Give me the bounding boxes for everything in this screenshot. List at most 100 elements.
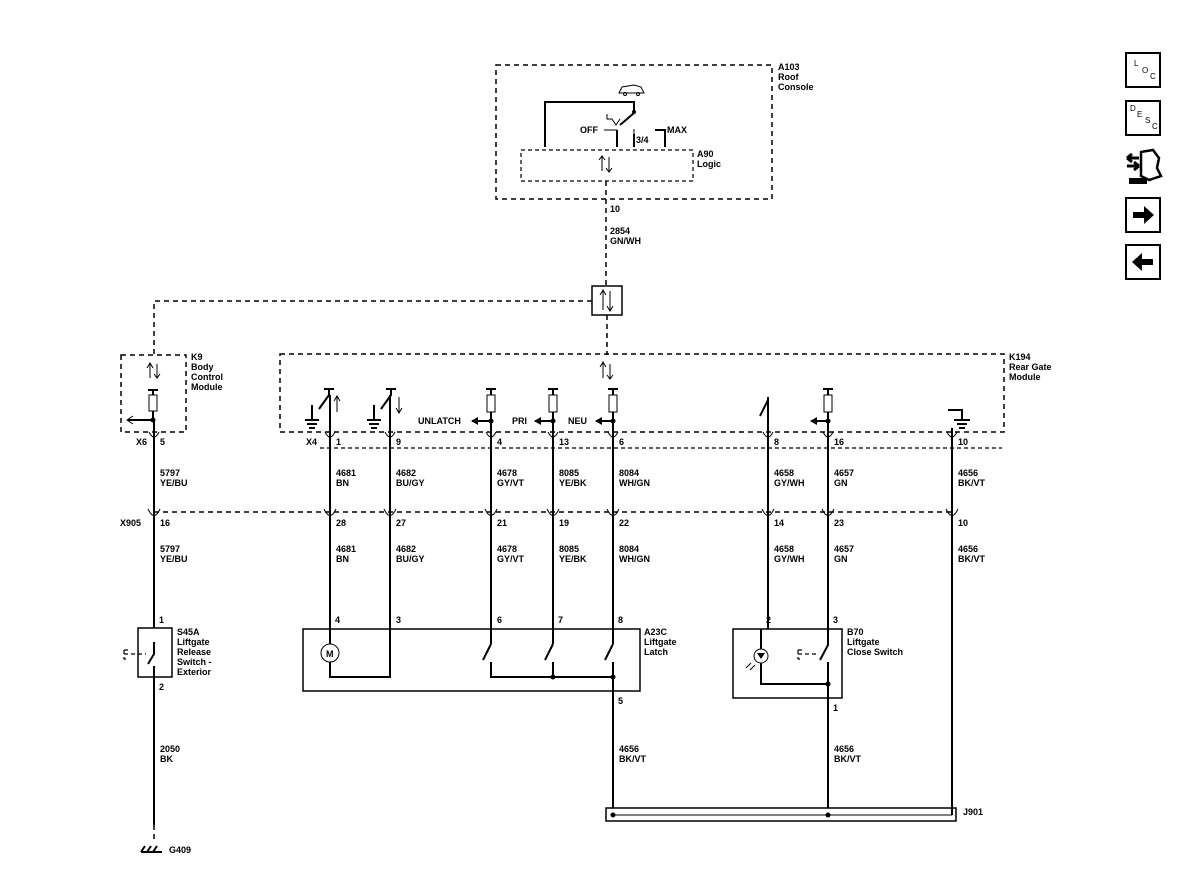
x905-cavity — [606, 508, 620, 516]
arrow-down-icon — [395, 397, 403, 414]
pri-label: PRI — [512, 416, 527, 426]
x905-pin-16: 16 — [160, 518, 170, 528]
k194-line1: Rear Gate — [1009, 362, 1052, 372]
close-switch-input — [810, 388, 833, 425]
vehicle-icon — [618, 84, 645, 94]
top-wire-color: GN/WH — [610, 236, 641, 246]
x4-pin-8: 8 — [774, 437, 779, 447]
b70-line2: Close Switch — [847, 647, 903, 657]
s45a-id: S45A — [177, 627, 200, 637]
data-arrow-icon — [599, 361, 614, 380]
x905-pin-27: 27 — [396, 518, 406, 528]
rear-gate-module-k194[interactable]: K194 Rear Gate Module UNLATCH PRI — [279, 352, 1052, 433]
s45a-line4: Exterior — [177, 667, 212, 677]
next-button[interactable] — [1125, 197, 1161, 233]
liftgate-latch-a23c[interactable]: A23C Liftgate Latch M — [302, 627, 677, 692]
x4-cavity — [485, 431, 497, 438]
a103-id: A103 — [778, 62, 800, 72]
ground-g409[interactable]: G409 — [140, 845, 191, 855]
roof-console-a103[interactable]: A103 Roof Console OFF 3/4 MAX A90 Logic — [495, 62, 814, 200]
b70-id: B70 — [847, 627, 864, 637]
ground-wire-circuit: 2050 — [160, 744, 180, 754]
description-button[interactable]: D E S C — [1125, 100, 1161, 136]
arrow-right-icon — [1133, 206, 1154, 224]
x4-pin-6: 6 — [619, 437, 624, 447]
circuit-color-upper: YE/BK — [559, 478, 587, 488]
s45a-line3: Switch - — [177, 657, 212, 667]
circuit-number-lower: 4678 — [497, 544, 517, 554]
liftgate-release-switch-s45a[interactable]: S45A Liftgate Release Switch - Exterior — [123, 627, 212, 678]
switch-off-label: OFF — [580, 125, 598, 135]
arrow-up-icon — [333, 395, 341, 412]
bottom-right-circuit: 4656 — [834, 744, 854, 754]
data-arrow-icon — [598, 155, 613, 173]
x4-pin-1: 1 — [336, 437, 341, 447]
loc-letter-c: C — [1150, 72, 1156, 81]
neu-input — [595, 388, 618, 425]
circuit-number-lower: 4657 — [834, 544, 854, 554]
connector-harness-icon[interactable] — [1123, 146, 1163, 188]
b70-pin-1: 1 — [833, 703, 838, 713]
body-control-module-k9[interactable]: K9 Body Control Module — [120, 352, 223, 433]
switch-max-label: MAX — [667, 125, 687, 135]
previous-button[interactable] — [1125, 244, 1161, 280]
loc-letter-l: L — [1134, 59, 1139, 68]
bottom-left-circuit: 4656 — [619, 744, 639, 754]
a90-id: A90 — [697, 149, 714, 159]
circuit-number-upper: 4678 — [497, 468, 517, 478]
s45a-line1: Liftgate — [177, 637, 210, 647]
x905-cavity — [821, 508, 835, 516]
x4-pin-9: 9 — [396, 437, 401, 447]
x905-pin-14: 14 — [774, 518, 784, 528]
x4-cavity — [384, 431, 396, 438]
b70-line1: Liftgate — [847, 637, 880, 647]
ground-wire-color: BK — [160, 754, 173, 764]
circuit-number-lower: 4681 — [336, 544, 356, 554]
k9-id: K9 — [191, 352, 203, 362]
x4-cavity — [547, 431, 559, 438]
splice-j901[interactable]: J901 — [605, 807, 983, 822]
x4-pin-10: 10 — [958, 437, 968, 447]
x4-pin-16: 16 — [834, 437, 844, 447]
circuit-color-lower: YE/BU — [160, 554, 188, 564]
circuit-color-lower: WH/GN — [619, 554, 650, 564]
circuit-color-upper: BN — [336, 478, 349, 488]
circuit-number-upper: 5797 — [160, 468, 180, 478]
a103-line2: Console — [778, 82, 814, 92]
a23c-pin-3: 3 — [396, 615, 401, 625]
location-button[interactable]: L O C — [1125, 52, 1161, 88]
x905-connector-label: X905 — [120, 518, 141, 528]
k9-line1: Body — [191, 362, 214, 372]
bottom-left-color: BK/VT — [619, 754, 647, 764]
neu-label: NEU — [568, 416, 587, 426]
x905-pin-23: 23 — [834, 518, 844, 528]
switch-3-4-label: 3/4 — [636, 135, 649, 145]
a103-line1: Roof — [778, 72, 799, 82]
x4-pin-4: 4 — [497, 437, 502, 447]
serial-data-splice[interactable] — [591, 285, 623, 316]
circuit-number-upper: 4657 — [834, 468, 854, 478]
circuit-color-lower: BN — [336, 554, 349, 564]
a23c-pin-4: 4 — [335, 615, 340, 625]
circuit-number-upper: 4656 — [958, 468, 978, 478]
x4-cavity — [607, 431, 619, 438]
circuit-color-upper: YE/BU — [160, 478, 188, 488]
x905-cavity — [546, 508, 560, 516]
liftgate-close-switch-b70[interactable]: B70 Liftgate Close Switch — [732, 627, 903, 699]
unlatch-label: UNLATCH — [418, 416, 461, 426]
circuit-number-lower: 8084 — [619, 544, 639, 554]
s45a-pin-bottom: 2 — [159, 682, 164, 692]
a23c-id: A23C — [644, 627, 668, 637]
a23c-pin-7: 7 — [558, 615, 563, 625]
x4-cavity — [822, 431, 834, 438]
k9-line3: Module — [191, 382, 223, 392]
desc-letter-s: S — [1145, 116, 1151, 125]
s45a-line2: Release — [177, 647, 211, 657]
a23c-line1: Liftgate — [644, 637, 677, 647]
data-arrow-icon — [599, 289, 614, 312]
motor-label: M — [326, 649, 334, 659]
circuit-color-lower: BK/VT — [958, 554, 986, 564]
x905-cavity — [761, 508, 775, 516]
circuit-color-upper: BU/GY — [396, 478, 425, 488]
a23c-pin-6: 6 — [497, 615, 502, 625]
